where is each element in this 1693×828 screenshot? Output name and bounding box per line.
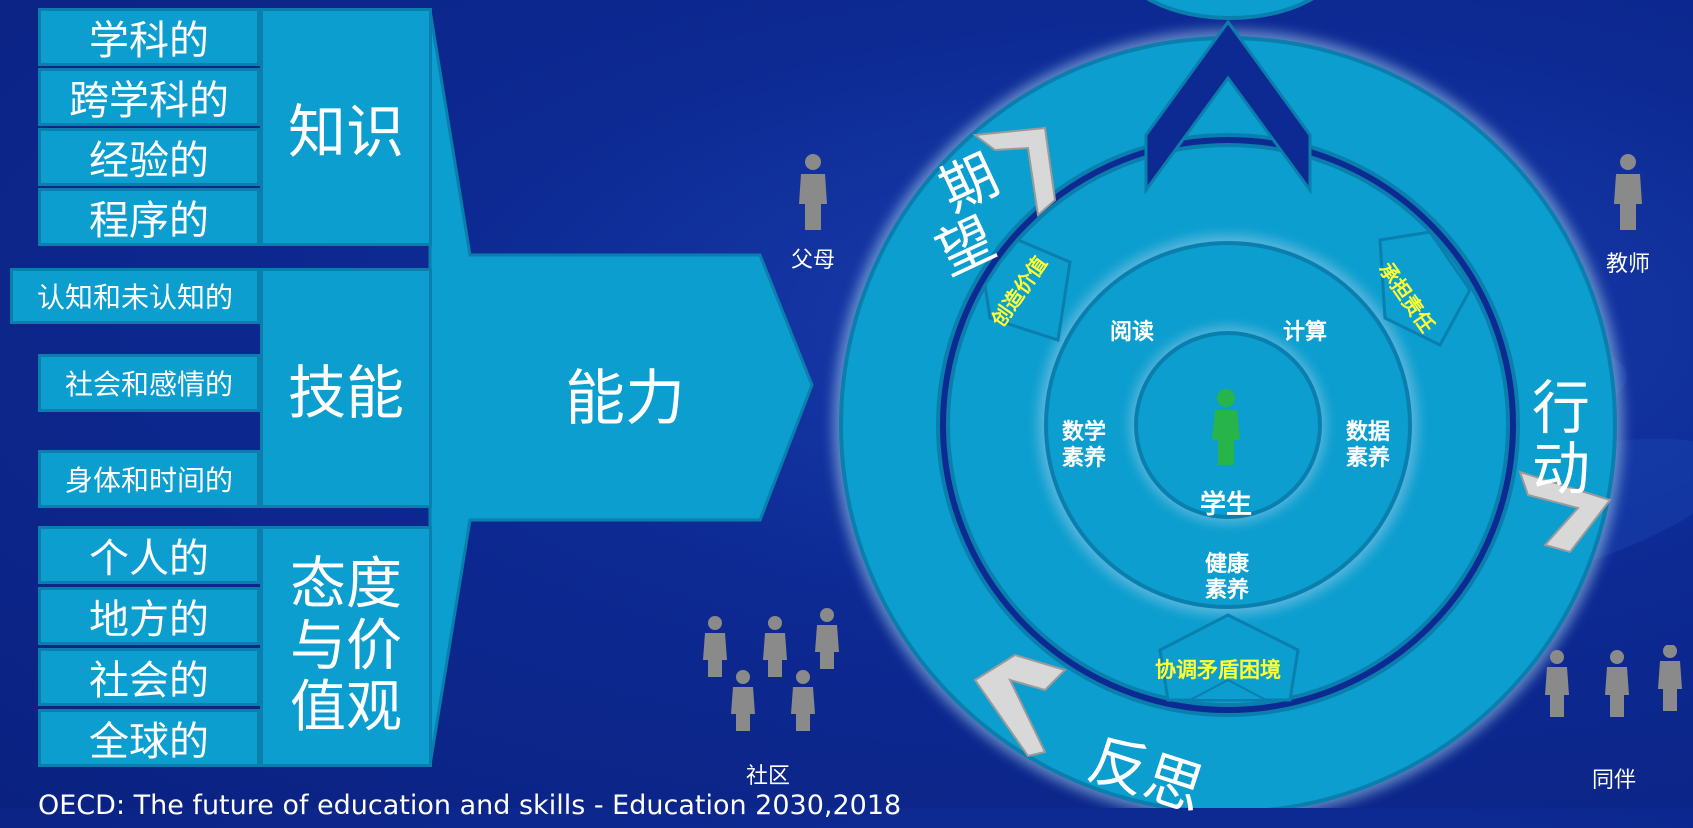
arrow-tab-bottom [1158,613,1300,702]
peers-icon [1545,645,1682,717]
teacher-label: 教师 [1606,252,1651,277]
attitudes-item: 地方的 [38,587,260,645]
literacy-line: 素养 [1062,446,1107,472]
chevron-top-left [972,126,1057,217]
skills-item: 社会和感情的 [38,354,260,412]
knowledge-label: 知识 [260,8,432,246]
parents-label: 父母 [791,248,836,273]
ring-word-action: 行 动 [1532,378,1590,500]
peers-label: 同伴 [1592,768,1637,793]
literacy-data: 数据 素养 [1346,420,1390,473]
attitudes-label: 态度 与价 值观 [260,526,432,767]
ring-char: 动 [1532,434,1591,503]
literacy-math: 数学 素养 [1062,420,1106,473]
cycle-diagram [428,0,1693,808]
top-ellipse [1146,0,1314,20]
chevron-right [1518,470,1612,554]
student-icon [1212,389,1240,465]
arrow-tab-left [983,238,1072,342]
knowledge-item: 跨学科的 [38,68,260,126]
attitudes-label-line: 态度 [290,552,402,618]
skills-label: 技能 [260,268,432,508]
top-chevron [1144,19,1312,195]
arrow-tab-right [1378,230,1472,347]
knowledge-item: 学科的 [38,8,260,66]
skills-item: 认知和未认知的 [10,268,260,324]
attitudes-item: 社会的 [38,648,260,706]
literacy-health: 健康 素养 [1205,552,1249,605]
literacy-reading: 阅读 [1110,320,1155,345]
attitudes-label-line: 与价 [290,613,402,679]
source-citation: OECD: The future of education and skills… [38,790,902,821]
attitudes-item: 个人的 [38,526,260,584]
parent-icon [799,154,827,230]
arrow-label-reconcile-tensions: 协调矛盾困境 [1155,658,1281,682]
attitudes-item: 全球的 [38,709,260,767]
literacy-numeracy: 计算 [1283,320,1328,345]
ability-label: 能力 [565,364,685,434]
literacy-line: 素养 [1346,446,1391,472]
community-icon [703,608,839,731]
knowledge-item: 程序的 [38,188,260,246]
chevron-bottom-left [973,653,1067,758]
student-label: 学生 [1200,490,1253,520]
skills-item: 身体和时间的 [38,450,260,508]
ability-arrow [428,9,814,766]
literacy-line: 数学 [1062,420,1107,445]
knowledge-item: 经验的 [38,128,260,186]
community-label: 社区 [746,764,791,789]
ring-char: 行 [1532,374,1591,442]
literacy-line: 健康 [1205,552,1250,577]
literacy-line: 数据 [1346,420,1391,445]
teacher-icon [1614,154,1642,230]
attitudes-label-line: 值观 [290,675,402,741]
literacy-line: 素养 [1205,578,1250,604]
